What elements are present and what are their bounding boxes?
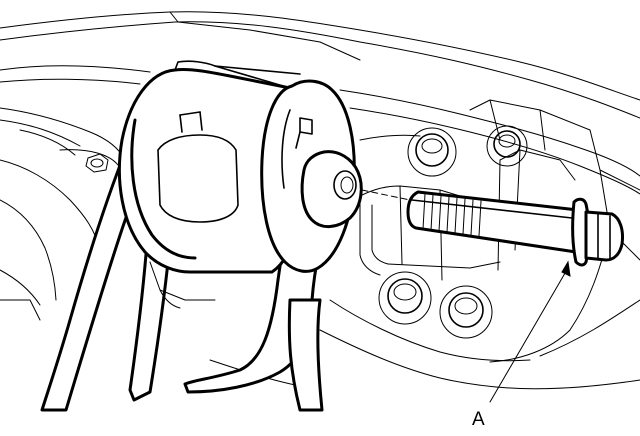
left-small-nut <box>85 153 109 173</box>
bolt-axis-line <box>361 189 411 201</box>
upper-bolt-left <box>407 127 457 177</box>
callout-a-label: A <box>472 409 485 430</box>
bushing-bore <box>300 150 363 228</box>
lower-bolt-left <box>378 271 432 325</box>
through-bolt <box>406 190 624 267</box>
lower-bolt-right <box>439 285 493 339</box>
callout-a-leader <box>489 260 571 403</box>
upper-bolt-right <box>486 125 528 167</box>
